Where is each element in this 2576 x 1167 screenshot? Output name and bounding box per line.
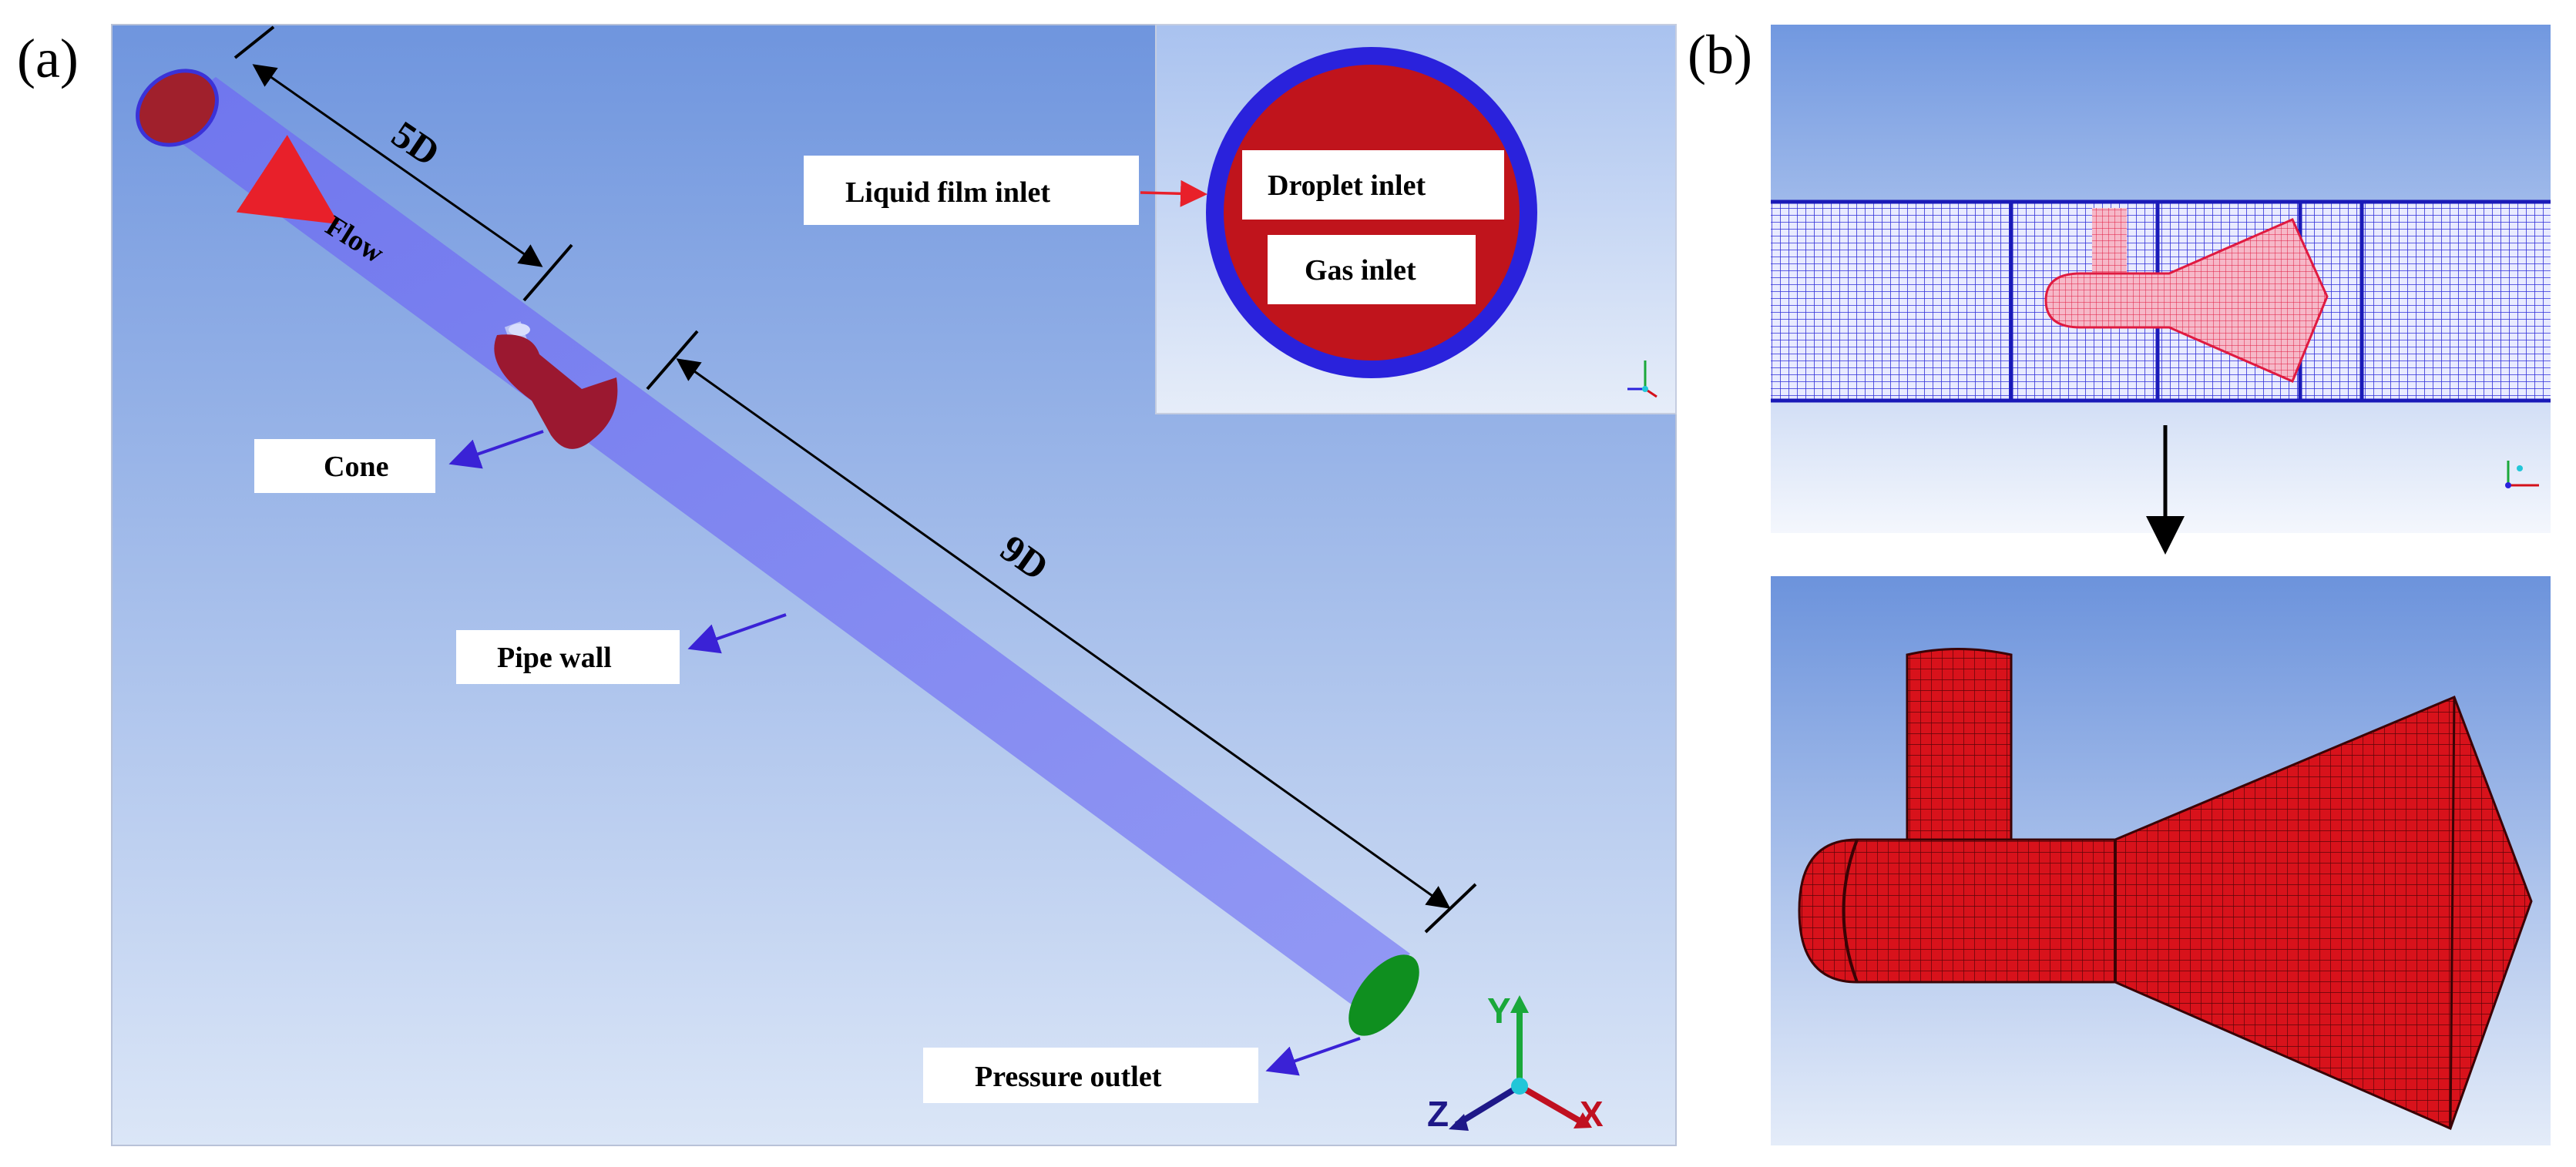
dim-9d-tick-end <box>1424 883 1477 934</box>
panel-a: (a) Flow 5D 9D Cone Pipe <box>17 24 1677 1146</box>
cone-label: Cone <box>324 451 388 483</box>
liquid-film-inlet-label: Liquid film inlet <box>845 176 1050 209</box>
gas-inlet-label: Gas inlet <box>1305 254 1416 287</box>
cone-mesh-detail <box>1798 648 2533 1131</box>
axis-y-label: Y <box>1487 991 1511 1031</box>
pipe-inlet-face <box>136 69 219 147</box>
pressure-outlet-label-box <box>923 1048 1258 1103</box>
gas-inlet-box <box>1268 235 1476 304</box>
panel-b-letter: (b) <box>1688 24 1752 86</box>
droplet-inlet-box <box>1242 150 1504 220</box>
dim-5d-tick-start <box>233 25 275 59</box>
small-axis-triad-icon <box>2505 461 2539 488</box>
pipe-wall-pointer-arrow <box>687 613 787 654</box>
axis-triad-icon: Y Z X <box>1427 991 1604 1134</box>
axis-z-label: Z <box>1427 1094 1449 1134</box>
panel-a-letter: (a) <box>17 28 79 89</box>
inlet-inset: Droplet inlet Gas inlet <box>1155 24 1677 414</box>
inset-axis-triad-icon <box>1627 360 1657 398</box>
pressure-outlet-label: Pressure outlet <box>975 1061 1162 1093</box>
pipe-wall-label-box <box>456 630 680 684</box>
outlet-pointer-arrow <box>1265 1037 1361 1076</box>
cone-pointer-arrow <box>448 430 544 469</box>
cone-label-box <box>254 439 435 493</box>
liquid-film-pointer-arrow <box>1140 179 1207 207</box>
dim-5d-tick-end <box>522 243 573 302</box>
panel-b: (b) <box>1688 24 2551 1145</box>
cone-body <box>494 321 618 449</box>
dim-9d-line <box>676 358 1451 909</box>
liquid-film-inlet-box <box>804 156 1139 225</box>
axis-x-label: X <box>1580 1094 1604 1134</box>
pipe-wall-label: Pipe wall <box>497 642 612 674</box>
cone-mesh-small <box>2044 208 2329 383</box>
dim-5d-line <box>252 64 543 267</box>
dim-9d-tick-start <box>646 330 699 391</box>
droplet-inlet-label: Droplet inlet <box>1268 169 1426 202</box>
pressure-outlet-face <box>1348 954 1419 1036</box>
